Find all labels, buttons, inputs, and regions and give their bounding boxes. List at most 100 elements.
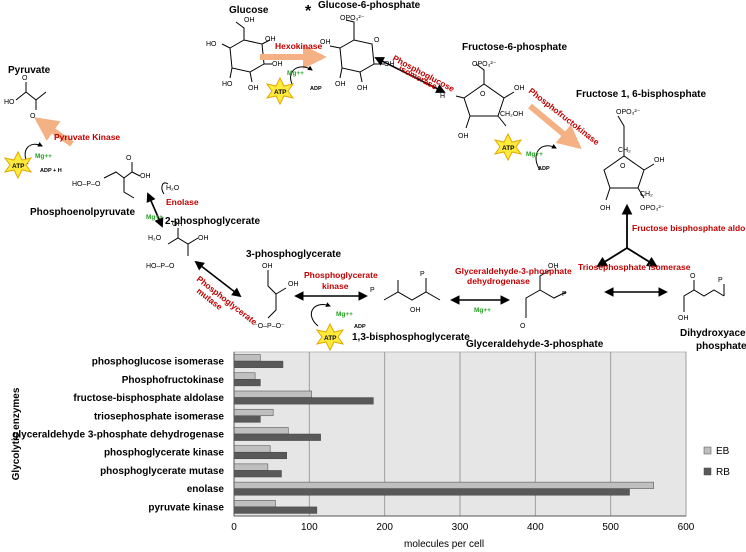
pgk-mg: Mg++ [336, 311, 353, 318]
pfk-adp: ADP [538, 166, 550, 172]
g6p-oh4: OH [357, 85, 368, 92]
category-label: phosphoglycerate kinase [104, 448, 224, 459]
legend-label-rb: RB [716, 467, 730, 478]
dhap-label-1: Dihydroxyacetone [680, 328, 746, 339]
f16bp-oh2: OH [600, 205, 611, 212]
gapdh-label-2: dehydrogenase [467, 276, 530, 286]
f16bp-o: O [620, 163, 626, 170]
bars [233, 354, 654, 514]
bar-rb [233, 488, 630, 496]
f16bp-label: Fructose 1, 6-bisphosphate [576, 89, 706, 100]
f6p-o: O [480, 91, 486, 98]
bar-eb [233, 500, 276, 508]
glucose-ho: HO [206, 41, 217, 48]
pyruvate-ho: HO [4, 99, 15, 106]
gap-oh: OH [548, 263, 559, 270]
bar-eb [233, 390, 312, 398]
pg2-h2o: H₂O [148, 235, 162, 242]
pg2-oh2: OH [198, 235, 209, 242]
aldolase-label: Fructose bisphosphate aldolase [632, 223, 746, 233]
pgk-atp-star: ATP [315, 322, 345, 352]
y-axis-title: Glycolytic enzymes [11, 387, 22, 480]
f6p-structure [455, 63, 515, 129]
pg2-structure [167, 228, 199, 256]
hk-cofactor-curve [290, 65, 313, 85]
bar-eb [233, 481, 654, 489]
enolase-arrow [146, 192, 164, 228]
bpg-label: 1,3-bisphosphoglycerate [352, 332, 470, 343]
glucose-oh-3: OH [272, 61, 283, 68]
gap-o: O [520, 323, 526, 330]
pyruvate-structure [15, 82, 47, 110]
pgk-adp: ADP [354, 324, 366, 330]
category-labels: phosphoglucose isomerasePhosphofructokin… [12, 357, 224, 514]
x-tick-label: 400 [527, 522, 544, 533]
pgk-label-1: Phosphoglycerate [304, 270, 378, 280]
bar-rb [233, 451, 287, 460]
glucose-oh-1: OH [244, 17, 255, 24]
pk-label: Pyruvate Kinase [54, 132, 120, 142]
pg3-p: ⁻O–P–O⁻ [254, 323, 285, 330]
glucose-oh-2: OH [265, 36, 276, 43]
bar-eb [233, 408, 274, 417]
bar-rb [233, 470, 282, 478]
pg2-label: 2-phosphoglycerate [165, 216, 260, 227]
x-tick-label: 600 [678, 522, 695, 533]
bar-eb [233, 427, 289, 435]
pgm-arrow [194, 260, 242, 298]
pk-atp-text: ATP [12, 163, 25, 170]
pep-oh: OH [140, 173, 151, 180]
pg2-p: HO–P–O [146, 263, 175, 270]
dhap-oh: OH [678, 315, 689, 322]
bar-eb [233, 463, 269, 471]
pfk-atp-text: ATP [502, 145, 515, 152]
enolase-h2o: H₂O [166, 185, 180, 192]
enolase-mg: Mg++ [146, 214, 163, 221]
pep-structure [103, 162, 141, 199]
pyruvate-label: Pyruvate [8, 65, 51, 76]
bar-rb [233, 506, 318, 514]
pg3-oh: OH [262, 263, 273, 270]
pg3-oh2: OH [288, 281, 299, 288]
category-label: Phosphofructokinase [122, 375, 225, 386]
f6p-oh2: OH [458, 133, 469, 140]
f6p-oh: OH [514, 85, 525, 92]
hk-atp-text: ATP [274, 89, 287, 96]
pg3-label: 3-phosphoglycerate [246, 249, 341, 260]
aldolase-arrow-left [596, 247, 628, 268]
x-tick-label: 500 [602, 522, 619, 533]
aldolase-arrow-right [626, 247, 658, 268]
pgk-label-2: kinase [322, 281, 349, 291]
pgk-cofactor-curve [310, 302, 331, 327]
pg3-structure [267, 270, 287, 319]
dhap-structure [683, 280, 725, 312]
pk-adp-h: ADP + H [40, 168, 62, 174]
bpg-p2: P [420, 271, 425, 278]
bpg-oh: OH [410, 307, 421, 314]
hk-mg: Mg++ [287, 70, 304, 77]
dhap-o: O [690, 273, 696, 280]
pk-mg: Mg++ [35, 153, 52, 160]
f16bp-oh: OH [654, 157, 665, 164]
category-label: phosphoglycerate mutase [100, 466, 224, 477]
f16bp-opo3-bot: OPO₃²⁻ [640, 205, 665, 212]
pgi-arrow [374, 57, 446, 93]
bpg-structure [383, 278, 441, 301]
pk-arrow [34, 117, 74, 147]
f16bp-structure [603, 115, 655, 201]
g6p-o: O [374, 37, 380, 44]
x-tick-label: 300 [452, 522, 469, 533]
pfk-mg: Mg++ [526, 151, 543, 158]
g6p-oh3: OH [335, 81, 346, 88]
f6p-opo3: OPO₃²⁻ [472, 61, 497, 68]
bar-rb [233, 397, 374, 405]
pg2-oh: OH [172, 221, 183, 228]
pyruvate-o2: O [30, 113, 36, 120]
gap-p: P [562, 291, 567, 298]
pk-atp-star: ATP [3, 150, 33, 180]
legend-swatch-rb [703, 467, 712, 476]
enolase-label: Enolase [166, 197, 199, 207]
bar-chart: phosphoglucose isomerasePhosphofructokin… [11, 351, 730, 550]
